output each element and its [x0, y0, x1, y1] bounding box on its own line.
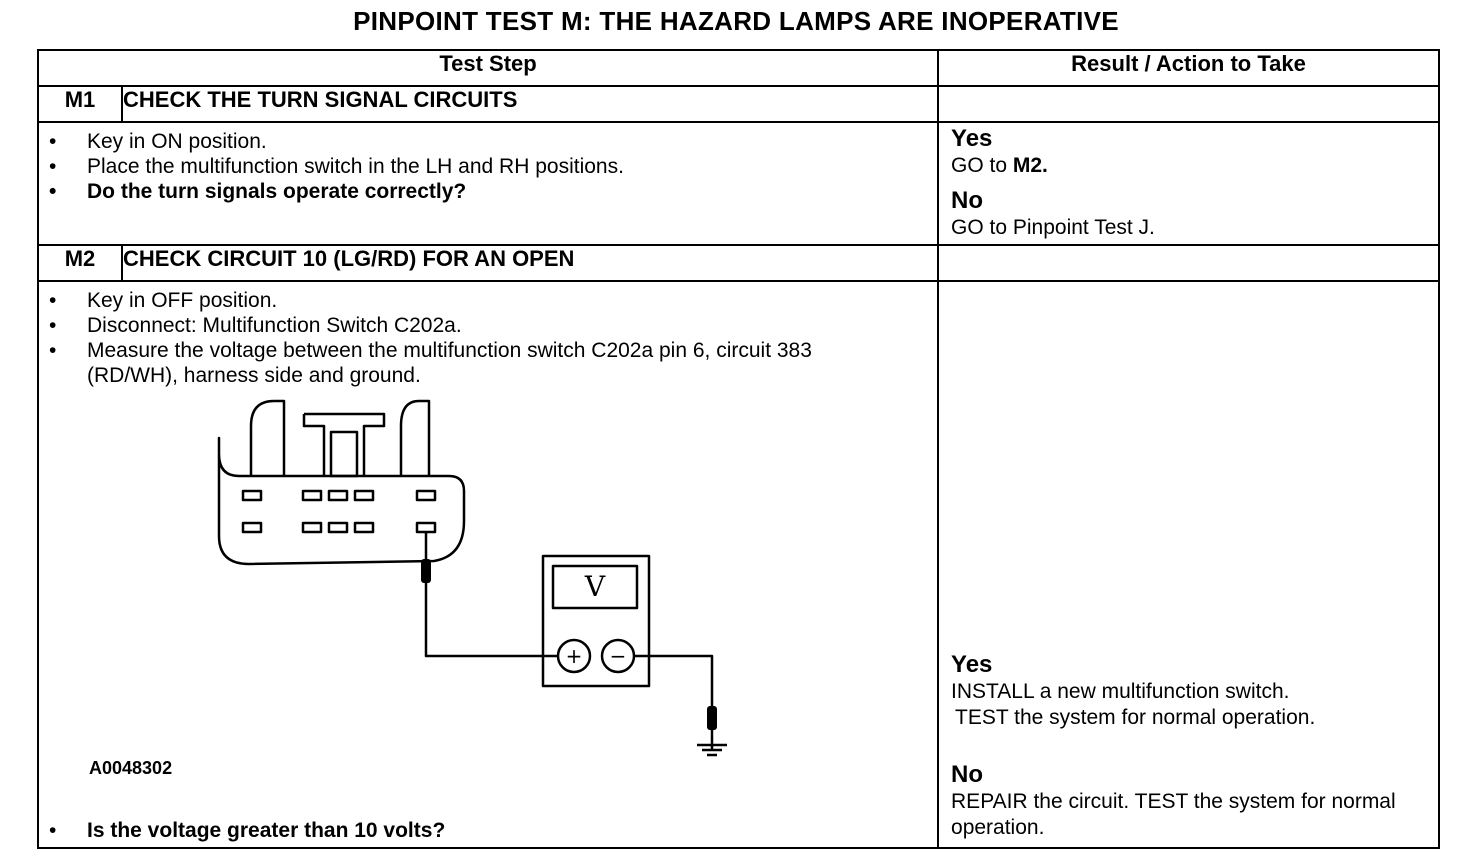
m1-no-label: No: [951, 187, 984, 214]
m1-question: Do the turn signals operate correctly?: [49, 179, 937, 204]
page-title: PINPOINT TEST M: THE HAZARD LAMPS ARE IN…: [353, 6, 1119, 36]
voltmeter-body: [541, 554, 651, 688]
m2-step-id: M2: [37, 244, 123, 282]
pinpoint-test-table: Test Step Result / Action to Take M1 CHE…: [36, 49, 1441, 849]
m2-step-list: Key in OFF position. Disconnect: Multifu…: [39, 282, 937, 388]
meter-symbol: V: [584, 570, 606, 603]
m1-step-body: Key in ON position. Place the multifunct…: [36, 121, 940, 246]
m2-step-item: Key in OFF position.: [49, 288, 907, 313]
probe-tip-ground: [707, 706, 717, 730]
connector-diagram: V + − A0048302: [39, 388, 937, 843]
voltmeter-display: [551, 564, 639, 610]
connector-right-latch: [399, 399, 431, 476]
result-header: Result / Action to Take: [937, 49, 1441, 87]
m1-step-item: Key in ON position.: [49, 129, 937, 154]
m1-no-action: GO to Pinpoint Test J.: [951, 216, 1155, 239]
m1-yes-label: Yes: [951, 125, 993, 152]
m2-yes-action-1: INSTALL a new multifunction switch.: [951, 680, 1290, 703]
m2-result-spacer: [937, 244, 1441, 282]
diagram-id: A0048302: [89, 758, 173, 778]
m2-step-heading: CHECK CIRCUIT 10 (LG/RD) FOR AN OPEN: [120, 244, 940, 282]
m2-question-text: Is the voltage greater than 10 volts?: [87, 819, 446, 842]
connector-left-latch: [249, 399, 286, 476]
test-step-header: Test Step: [36, 49, 940, 87]
connector-center-tab: [302, 412, 386, 476]
m2-result: Yes INSTALL a new multifunction switch. …: [937, 281, 1441, 849]
m1-result-spacer: [937, 85, 1441, 123]
probe-lead-positive: [424, 532, 559, 658]
m2-question: •Is the voltage greater than 10 volts?: [49, 819, 446, 842]
m1-step-list: Key in ON position. Place the multifunct…: [39, 123, 937, 204]
m1-yes-action: GO to M2.: [951, 153, 1438, 179]
m1-step-heading: CHECK THE TURN SIGNAL CIRCUITS: [120, 85, 940, 123]
m2-step-item: Disconnect: Multifunction Switch C202a.: [49, 313, 907, 338]
probe-tip-positive: [421, 559, 431, 583]
m2-step-item: Measure the voltage between the multifun…: [49, 338, 907, 388]
m2-yes-action-2: TEST the system for normal operation.: [955, 706, 1316, 729]
connector-lock-tab: [329, 430, 359, 478]
probe-lead-ground: [634, 654, 714, 751]
m1-step-id: M1: [37, 85, 123, 123]
m1-yes-target: M2.: [1012, 154, 1048, 177]
m2-no-label: No: [951, 761, 984, 788]
m1-yes-prefix: GO to: [951, 154, 1013, 177]
connector-body: [217, 436, 466, 566]
minus-sign: −: [610, 644, 627, 668]
m2-no-action: REPAIR the circuit. TEST the system for …: [951, 790, 1396, 839]
voltmeter-connector-illustration: V + −: [217, 399, 727, 757]
voltmeter-plus-terminal: [556, 638, 592, 674]
m2-yes-label: Yes: [951, 651, 993, 678]
plus-sign: +: [566, 644, 583, 668]
m1-step-item: Place the multifunction switch in the LH…: [49, 154, 937, 179]
m2-step-body: Key in OFF position. Disconnect: Multifu…: [36, 280, 940, 849]
ground-icon: [697, 743, 727, 757]
m1-result: Yes GO to M2. No GO to Pinpoint Test J.: [937, 122, 1441, 246]
